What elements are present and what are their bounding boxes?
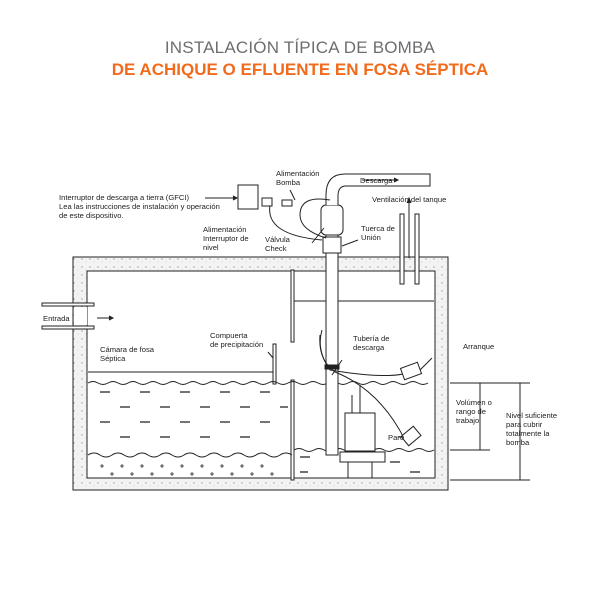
tank-wall xyxy=(72,256,449,491)
check-valve-label: Válvula xyxy=(265,235,291,244)
title-line-1: INSTALACIÓN TÍPICA DE BOMBA xyxy=(164,38,436,57)
baffle-gate xyxy=(272,343,277,385)
pump-power-label: Alimentación xyxy=(276,169,319,178)
labels: Interruptor de descarga a tierra (GFCI)L… xyxy=(43,169,557,447)
gfci-box xyxy=(237,184,259,210)
stop-float xyxy=(400,425,422,447)
check-valve xyxy=(320,204,344,236)
stop-label: Paro xyxy=(388,433,404,442)
divider-wall xyxy=(290,269,295,343)
vent-label: Ventilación del tanque xyxy=(372,195,446,204)
discharge-pipe-label: Tubería de xyxy=(353,334,389,343)
svg-text:Interruptor de descarga a tier: Interruptor de descarga a tierra (GFCI)L… xyxy=(59,193,220,220)
switch-power-label: Alimentación xyxy=(203,225,246,234)
union-nut xyxy=(322,236,342,254)
pump xyxy=(339,385,386,478)
septic-chamber-label: Cámara de fosa xyxy=(100,345,155,354)
inlet-label: Entrada xyxy=(43,314,70,323)
tank-vent xyxy=(399,213,405,285)
water-line xyxy=(87,381,429,385)
discharge-label: Descarga xyxy=(360,176,393,185)
cover-level-label: Nivel suficiente xyxy=(506,411,557,420)
gfci-label: Interruptor de descarga a tierra (GFCI) xyxy=(59,193,189,202)
discharge-elbow xyxy=(325,173,431,205)
start-float xyxy=(399,361,423,381)
baffle-label: Compuerta xyxy=(210,331,248,340)
inlet-pipe xyxy=(41,302,95,307)
start-label: Arranque xyxy=(463,342,494,351)
union-nut-label: Tuerca de xyxy=(361,224,395,233)
working-range-label: Volúmen o xyxy=(456,398,492,407)
title-line-2: DE ACHIQUE O EFLUENTE EN FOSA SÉPTICA xyxy=(111,60,489,79)
